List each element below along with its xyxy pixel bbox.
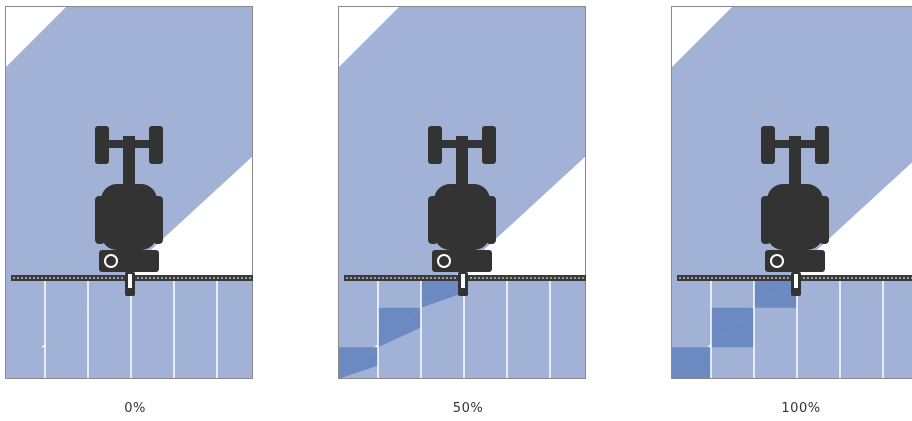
- front-wheel-right: [815, 126, 829, 164]
- panel-2: 100%: [671, 0, 912, 421]
- section-strip: [840, 278, 883, 379]
- frame: [671, 6, 912, 379]
- tank-circle: [104, 254, 118, 268]
- overlap-area: [754, 278, 797, 308]
- hood: [789, 136, 801, 186]
- tank-circle: [437, 254, 451, 268]
- front-wheel-right: [482, 126, 496, 164]
- section-strip: [5, 347, 45, 379]
- cabin: [434, 184, 490, 250]
- cabin: [767, 184, 823, 250]
- caption-2: 100%: [781, 401, 821, 416]
- section-strip: [464, 278, 507, 379]
- headland-corner: [338, 6, 400, 68]
- tank-circle: [770, 254, 784, 268]
- section-strip: [797, 278, 840, 379]
- section-strip: [507, 278, 550, 379]
- rear-wheel-left: [761, 196, 771, 244]
- section-strip: [174, 278, 217, 379]
- tractor-icon: [761, 126, 829, 296]
- caption-0: 0%: [124, 401, 146, 416]
- hood: [123, 136, 135, 186]
- rear-wheel-right: [486, 196, 496, 244]
- section-strip: [88, 278, 131, 379]
- field-diagram-0: [5, 6, 253, 379]
- field-diagram-2: [671, 6, 912, 379]
- headland-region: [120, 156, 253, 278]
- headland-corner: [671, 6, 733, 68]
- frame: [338, 6, 586, 379]
- caption-1: 50%: [452, 401, 484, 416]
- hitch-slot: [461, 274, 465, 288]
- section-strip: [217, 278, 253, 379]
- overlap-area: [671, 347, 711, 379]
- field-group: [671, 6, 912, 379]
- hitch-slot: [794, 274, 798, 288]
- sprayer-tank: [99, 250, 159, 272]
- rear-wheel-left: [428, 196, 438, 244]
- front-wheel-right: [149, 126, 163, 164]
- front-wheel-left: [428, 126, 442, 164]
- field-group: [5, 6, 253, 379]
- section-strip: [883, 278, 912, 379]
- section-strip: [45, 307, 88, 379]
- panel-1: 50%: [338, 0, 598, 421]
- overlap-area: [421, 278, 464, 308]
- rear-wheel-right: [819, 196, 829, 244]
- rear-wheel-right: [153, 196, 163, 244]
- headland-region: [786, 162, 912, 278]
- field-group: [338, 6, 586, 379]
- front-wheel-left: [95, 126, 109, 164]
- tractor-icon: [95, 126, 163, 296]
- tractor-icon: [428, 126, 496, 296]
- headland-region: [453, 156, 586, 278]
- sprayer-tank: [432, 250, 492, 272]
- panel-0: 0%: [5, 0, 265, 421]
- front-wheel-left: [761, 126, 775, 164]
- cabin: [101, 184, 157, 250]
- hood: [456, 136, 468, 186]
- field-diagram-1: [338, 6, 586, 379]
- overlap-area: [711, 307, 754, 348]
- rear-wheel-left: [95, 196, 105, 244]
- sprayer-tank: [765, 250, 825, 272]
- headland-corner: [5, 6, 67, 68]
- frame: [5, 6, 253, 379]
- section-strip: [550, 278, 586, 379]
- section-strip: [131, 278, 174, 379]
- overlap-area: [378, 307, 421, 348]
- overlap-area: [338, 347, 378, 379]
- hitch-slot: [128, 274, 132, 288]
